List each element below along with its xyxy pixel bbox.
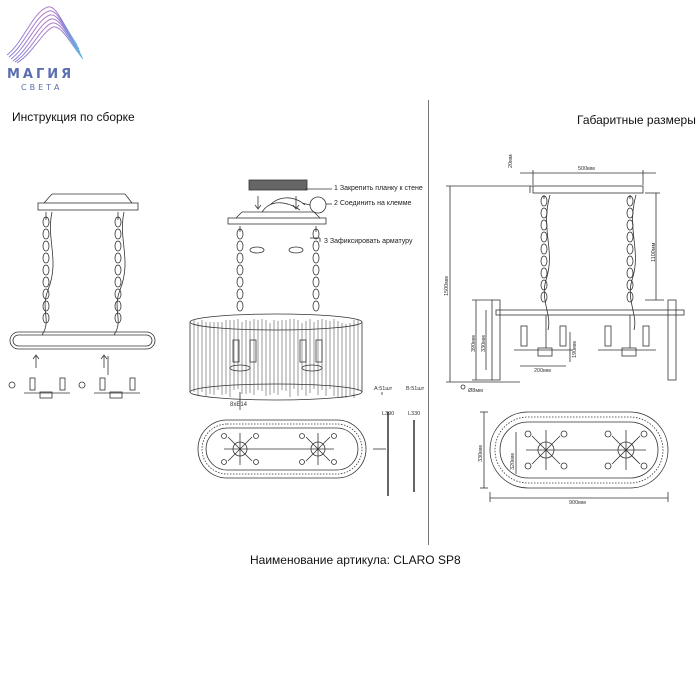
assembly-top-view xyxy=(198,412,414,496)
dim-body-height-1: 390мм xyxy=(471,335,477,352)
dim-diameter: Ø8мм xyxy=(468,388,483,394)
dim-body-height-2: 330мм xyxy=(481,335,487,352)
dim-top-height: 20мм xyxy=(508,154,514,168)
dim-total-height: 1100мм xyxy=(651,243,657,262)
part-b-length: L330 xyxy=(408,411,420,417)
dim-candle-spacing: 200мм xyxy=(534,368,551,374)
lamp-spec-label: 8xE14 xyxy=(230,402,247,408)
dim-overall-height: 1500мм xyxy=(444,276,450,296)
dim-top-width: 500мм xyxy=(578,166,595,172)
assembly-figure-frame xyxy=(9,194,155,398)
part-b-label: B:51шт xyxy=(406,386,424,392)
dim-bottom-depth: 330мм xyxy=(478,445,484,462)
dimension-elevation xyxy=(446,170,684,389)
dim-bottom-width: 900мм xyxy=(569,500,586,506)
dim-inner-depth: 320мм xyxy=(510,453,516,470)
assembly-figure-body xyxy=(190,180,382,410)
article-name: Наименование артикула: CLARO SP8 xyxy=(250,553,461,567)
step-1-label: 1 Закрепить планку к стене xyxy=(334,185,423,192)
part-a-label: A:51шт xyxy=(374,386,392,392)
dimension-top-view xyxy=(480,412,668,502)
step-2-label: 2 Соединить на клемме xyxy=(334,200,411,207)
part-a-length: L390 xyxy=(382,411,394,417)
step-3-label: 3 Зафиксировать арматуру xyxy=(324,238,413,245)
dim-inner-height: 190мм xyxy=(572,341,578,358)
